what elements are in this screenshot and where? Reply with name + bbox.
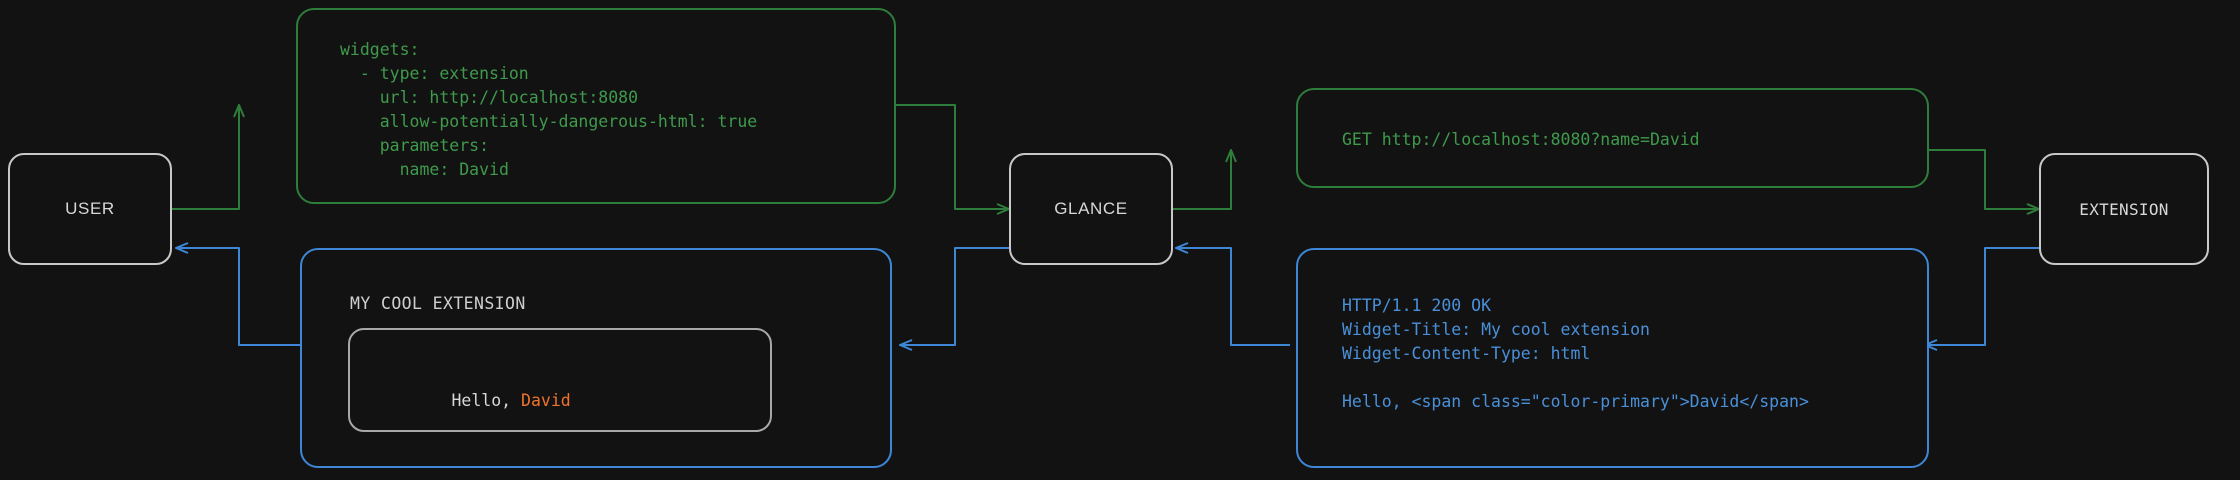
config-yaml-text: widgets: - type: extension url: http://l… [340, 40, 758, 179]
http-request-text: GET http://localhost:8080?name=David [1342, 130, 1700, 149]
node-glance-label: GLANCE [1054, 199, 1128, 218]
widget-content-text: Hello, David [372, 372, 571, 429]
wire-extension-to-response [1925, 247, 2039, 345]
widget-name-accent: David [521, 391, 571, 410]
http-response-text: HTTP/1.1 200 OK Widget-Title: My cool ex… [1342, 296, 1809, 411]
widget-content-frame: Hello, David [348, 328, 772, 432]
wire-response-to-glance [1176, 248, 1290, 346]
http-response-box[interactable]: HTTP/1.1 200 OK Widget-Title: My cool ex… [1296, 248, 1929, 468]
node-extension-label: EXTENSION [2079, 199, 2169, 219]
wire-glance-to-widget [900, 247, 1009, 345]
node-user[interactable]: USER [8, 153, 172, 265]
wire-widget-to-user [176, 248, 300, 346]
widget-greeting: Hello, [451, 391, 522, 410]
wire-glance-to-request [1172, 150, 1231, 210]
wire-request-to-extension [1929, 149, 2039, 209]
config-yaml-box[interactable]: widgets: - type: extension url: http://l… [296, 8, 896, 204]
wire-user-to-config [172, 105, 239, 210]
widget-title: MY COOL EXTENSION [350, 294, 526, 313]
wire-config-to-glance [896, 104, 1009, 209]
rendered-widget-box[interactable]: MY COOL EXTENSION Hello, David [300, 248, 892, 468]
http-request-box[interactable]: GET http://localhost:8080?name=David [1296, 88, 1929, 188]
node-user-label: USER [65, 199, 115, 218]
node-glance[interactable]: GLANCE [1009, 153, 1173, 265]
node-extension[interactable]: EXTENSION [2039, 153, 2209, 265]
